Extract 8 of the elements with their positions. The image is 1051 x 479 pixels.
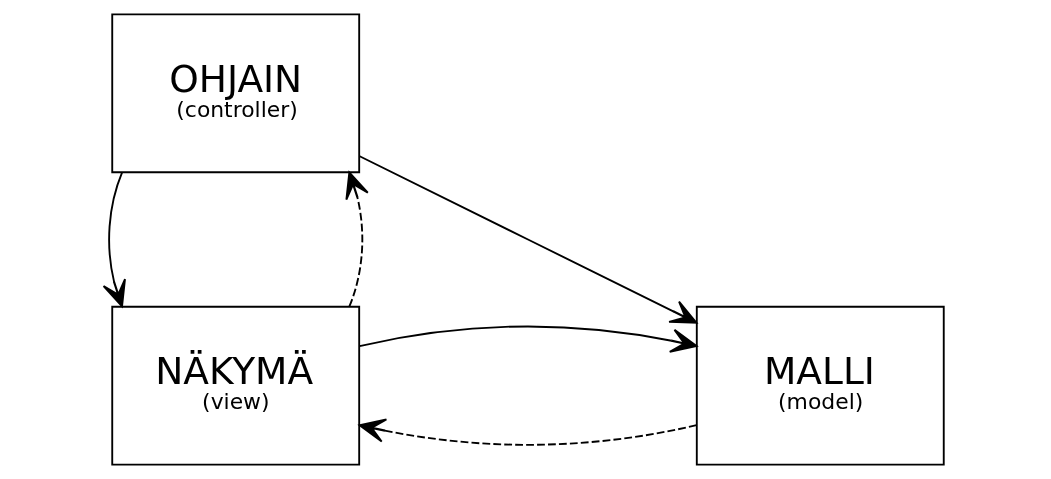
arrow [358,325,697,353]
node-box: OHJAIN (controller) [110,13,360,174]
arrow [344,171,369,308]
arrow [358,155,697,324]
node-box: MALLI (model) [695,305,945,466]
arrow [358,418,697,446]
node-box: NÄKYMÄ (view) [110,305,360,466]
arrow [102,171,126,308]
